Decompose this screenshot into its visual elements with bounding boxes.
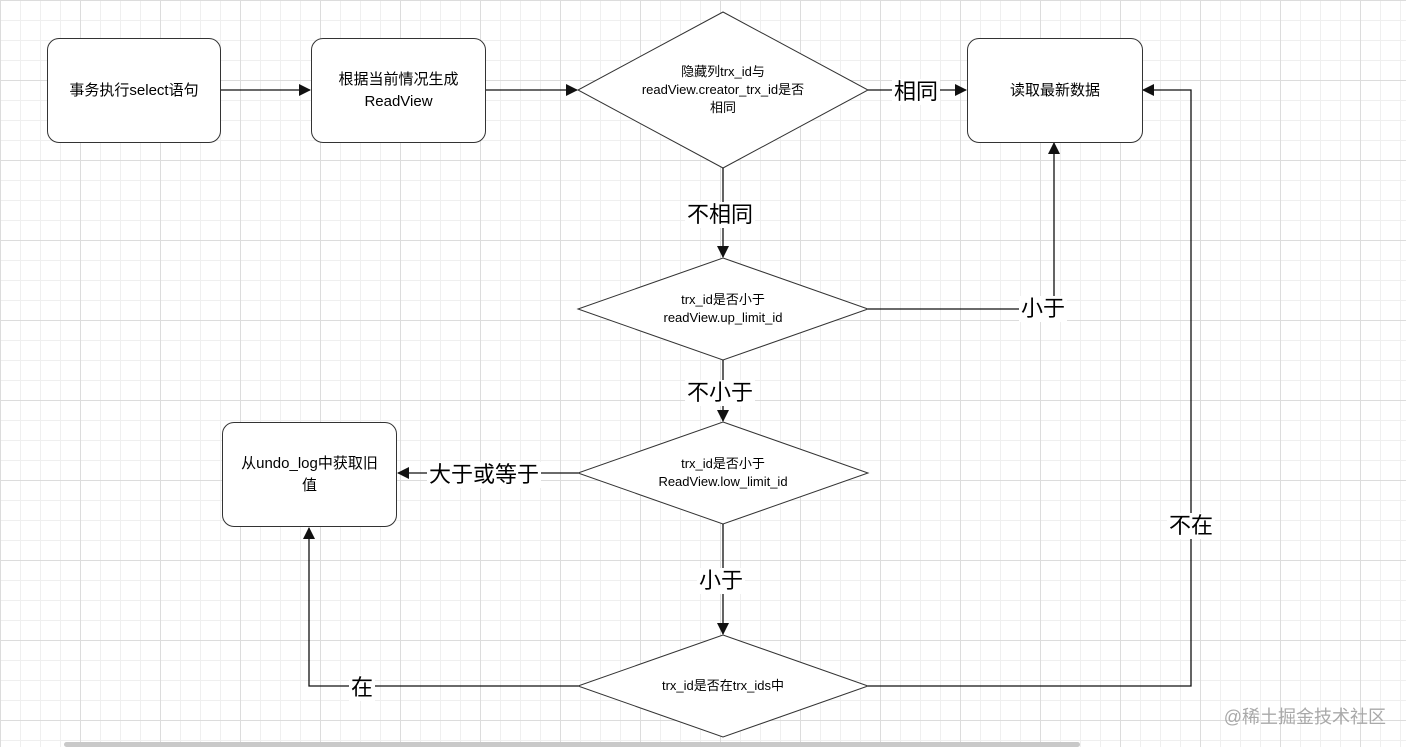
node-generate-readview-label: 根据当前情况生成 ReadView [338,70,459,110]
decision-check-creator-label: 隐藏列trx_id与 readView.creator_trx_id是否 相同 [641,64,805,115]
node-undo-log-label: 从undo_log中获取旧 值 [241,454,378,494]
edge-label-not-in: 不在 [1167,513,1216,539]
node-start: 事务执行select语句 [47,38,221,143]
node-read-latest: 读取最新数据 [967,38,1143,143]
horizontal-scrollbar[interactable] [64,742,1080,747]
decision-check-up-limit-label: trx_id是否小于 readView.up_limit_id [663,292,783,325]
edge-label-in: 在 [349,675,376,701]
edge-check-in-ids-to-read-latest [868,84,1192,687]
node-undo-log: 从undo_log中获取旧 值 [222,422,397,527]
decision-check-in-ids-label: trx_id是否在trx_ids中 [661,678,785,693]
edge-label-not-same: 不相同 [685,202,756,228]
decision-check-in-ids-shape [576,634,870,738]
watermark-text: @稀土掘金技术社区 [1223,707,1386,727]
decision-check-low-limit-label: trx_id是否小于 ReadView.low_limit_id [658,456,788,489]
edge-label-not-less: 不小于 [685,380,756,406]
node-start-label: 事务执行select语句 [69,81,199,99]
node-read-latest-label: 读取最新数据 [1009,81,1100,99]
edge-label-same: 相同 [892,79,941,105]
node-generate-readview: 根据当前情况生成 ReadView [311,38,486,143]
edge-check-up-limit-to-read-latest [868,142,1060,310]
edge-label-less-low-limit: 小于 [697,568,746,594]
edge-label-greater-equal: 大于或等于 [427,462,542,488]
edge-label-less-up-limit: 小于 [1019,296,1068,322]
edge-check-in-ids-to-undo-log [303,527,578,687]
